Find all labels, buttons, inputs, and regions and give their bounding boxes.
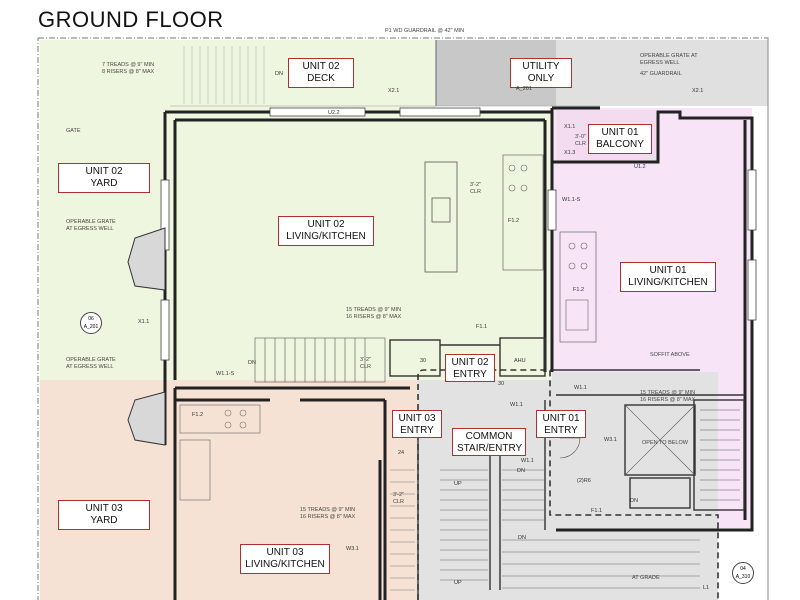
tag-x21-a: X2.1 bbox=[388, 88, 400, 94]
page-title: GROUND FLOOR bbox=[38, 7, 224, 32]
room-text: UNIT 01 ENTRY bbox=[542, 413, 580, 436]
note-at-grade: AT GRADE bbox=[632, 575, 660, 581]
note-treads-unit03: 15 TREADS @ 9" MIN 16 RISERS @ 8" MAX bbox=[300, 507, 356, 520]
room-label-common-stair: COMMON STAIR/ENTRY bbox=[452, 428, 526, 456]
tag-dn-d: DN bbox=[518, 535, 526, 541]
tag-r2r6: (2)R6 bbox=[577, 478, 591, 484]
unit02-counter bbox=[502, 154, 544, 271]
note-clr-1: 3'-2" CLR bbox=[470, 182, 482, 195]
windows bbox=[160, 107, 757, 361]
common-entry-boundary bbox=[417, 369, 719, 600]
room-label-unit01-balcony: UNIT 01 BALCONY bbox=[588, 124, 652, 154]
tag-dn-c: DN bbox=[630, 498, 638, 504]
room-label-unit03-yard: UNIT 03 YARD bbox=[58, 500, 150, 530]
room-label-unit02-entry: UNIT 02 ENTRY bbox=[445, 354, 495, 382]
tag-w11-b: W1.1 bbox=[510, 402, 523, 408]
tag-ahu: AHU bbox=[514, 358, 526, 364]
room-label-unit02-yard: UNIT 02 YARD bbox=[58, 163, 150, 193]
unit03-counter bbox=[179, 404, 261, 434]
tag-w31-a: W3.1 bbox=[604, 437, 617, 443]
note-guardrail-42: 42" GUARDRAIL bbox=[640, 71, 682, 77]
unit02-sink bbox=[431, 197, 451, 223]
note-treads-unit02: 15 TREADS @ 9" MIN 16 RISERS @ 8" MAX bbox=[346, 307, 402, 320]
note-operable-grate-1: OPERABLE GRATE AT EGRESS WELL bbox=[66, 219, 116, 232]
room-text: UNIT 02 LIVING/KITCHEN bbox=[286, 219, 366, 242]
tag-dn-deck: DN bbox=[275, 71, 283, 77]
room-text: UTILITY ONLY bbox=[522, 61, 560, 84]
tag-x21-b: X2.1 bbox=[692, 88, 704, 94]
tag-u22: U2.2 bbox=[328, 110, 340, 116]
unit01-door-swing bbox=[559, 437, 581, 459]
tag-f11-a: F1.1 bbox=[476, 324, 488, 330]
note-grate-egress-right: OPERABLE GRATE AT EGRESS WELL bbox=[640, 53, 698, 66]
tag-u12: U1.2 bbox=[634, 164, 646, 170]
room-text: UNIT 03 ENTRY bbox=[398, 413, 436, 436]
room-label-unit02-deck: UNIT 02 DECK bbox=[288, 58, 354, 88]
unit01-stair bbox=[624, 404, 740, 501]
tag-up-b: UP bbox=[454, 580, 462, 586]
note-gate: GATE bbox=[66, 128, 81, 134]
section-marker-text: 04 A_310 bbox=[735, 566, 751, 580]
tag-x13: X1.3 bbox=[564, 150, 576, 156]
tag-f11-b: F1.1 bbox=[591, 508, 603, 514]
room-text: UNIT 03 LIVING/KITCHEN bbox=[245, 547, 325, 570]
interior-walls bbox=[389, 337, 745, 600]
tag-w31-b: W3.1 bbox=[346, 546, 359, 552]
tag-w11s-b: W1.1-S bbox=[216, 371, 235, 377]
utility-zone-right bbox=[556, 40, 768, 106]
unit03-stair bbox=[390, 469, 415, 591]
room-label-utility-only: UTILITY ONLY bbox=[510, 58, 572, 88]
note-soffit: SOFFIT ABOVE bbox=[650, 352, 690, 358]
common-stair bbox=[440, 469, 700, 589]
tag-x11-a: X1.1 bbox=[564, 124, 576, 130]
tag-n24: 24 bbox=[398, 450, 405, 456]
note-clr-4: 3'-0" CLR bbox=[575, 134, 587, 147]
note-operable-grate-2: OPERABLE GRATE AT EGRESS WELL bbox=[66, 357, 116, 370]
tag-dn-a: DN bbox=[248, 360, 256, 366]
tag-up-a: UP bbox=[454, 481, 462, 487]
tag-n30-a: 30 bbox=[420, 358, 427, 364]
tag-w11s-a: W1.1-S bbox=[562, 197, 581, 203]
room-text: UNIT 03 YARD bbox=[85, 503, 123, 526]
room-label-unit03-entry: UNIT 03 ENTRY bbox=[392, 410, 442, 438]
note-open-below: OPEN TO BELOW bbox=[642, 440, 688, 446]
section-marker-04: 04 A_310 bbox=[732, 562, 754, 584]
egress-well-lower bbox=[127, 391, 166, 446]
room-text: UNIT 01 LIVING/KITCHEN bbox=[628, 265, 708, 288]
room-text: COMMON STAIR/ENTRY bbox=[457, 431, 523, 454]
tag-f12-c: F1.2 bbox=[192, 412, 204, 418]
tag-w11-a: W1.1 bbox=[574, 385, 587, 391]
tag-n30-b: 30 bbox=[498, 381, 505, 387]
note-treads-deck: 7 TREADS @ 9" MIN 8 RISERS @ 8" MAX bbox=[102, 62, 155, 75]
room-label-unit03-living: UNIT 03 LIVING/KITCHEN bbox=[240, 544, 330, 574]
room-text: UNIT 02 ENTRY bbox=[451, 357, 489, 380]
room-text: UNIT 01 BALCONY bbox=[596, 127, 644, 150]
section-marker-06: 06 A_201 bbox=[80, 312, 102, 334]
note-clr-3: 3'-2" CLR bbox=[393, 492, 405, 505]
note-clr-2: 3'-2" CLR bbox=[360, 357, 372, 370]
unit02-stair bbox=[254, 337, 386, 383]
room-label-unit01-entry: UNIT 01 ENTRY bbox=[536, 410, 586, 438]
tag-f12-a: F1.2 bbox=[508, 218, 520, 224]
egress-well-upper bbox=[127, 227, 166, 291]
room-text: UNIT 02 DECK bbox=[302, 61, 340, 84]
tag-l1: L1 bbox=[703, 585, 710, 591]
deck-stair bbox=[183, 46, 265, 104]
tag-f12-b: F1.2 bbox=[573, 287, 585, 293]
unit02-interior-zone bbox=[170, 112, 552, 380]
common-stair-zone bbox=[418, 372, 718, 600]
tag-w11-c: W1.1 bbox=[521, 458, 534, 464]
unit01-counter bbox=[559, 231, 597, 343]
tag-x11-b: X1.1 bbox=[138, 319, 150, 325]
room-label-unit02-living: UNIT 02 LIVING/KITCHEN bbox=[278, 216, 374, 246]
note-treads-unit01: 15 TREADS @ 9" MIN 16 RISERS @ 8" MAX bbox=[640, 390, 696, 403]
room-label-unit01-living: UNIT 01 LIVING/KITCHEN bbox=[620, 262, 716, 292]
room-text: UNIT 02 YARD bbox=[85, 166, 123, 189]
tag-dn-b: DN bbox=[517, 468, 525, 474]
unit02-island bbox=[424, 161, 458, 273]
note-guardrail-top: P1 WD GUARDRAIL @ 42" MIN bbox=[385, 28, 465, 34]
tag-sec-util: A_201 bbox=[516, 86, 532, 92]
section-marker-text: 06 A_201 bbox=[83, 316, 99, 330]
